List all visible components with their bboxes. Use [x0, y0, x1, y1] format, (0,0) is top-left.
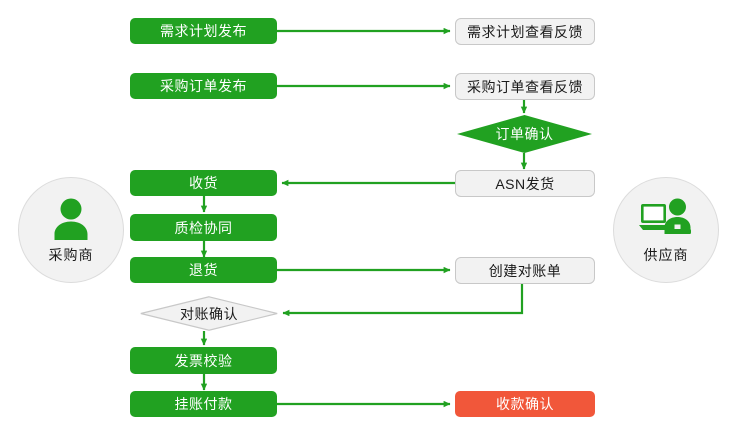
node-quality-inspection-collab[interactable]: 质检协同	[130, 214, 277, 241]
node-return-goods[interactable]: 退货	[130, 257, 277, 283]
node-reconciliation-confirm-label: 对账确认	[180, 305, 238, 322]
role-buyer: 采购商	[18, 177, 124, 283]
node-payment-posting[interactable]: 挂账付款	[130, 391, 277, 417]
person-computer-icon	[639, 198, 691, 234]
node-purchase-order-view-feedback[interactable]: 采购订单查看反馈	[455, 73, 595, 100]
node-payment-receipt-confirm[interactable]: 收款确认	[455, 391, 595, 417]
node-create-reconciliation[interactable]: 创建对账单	[455, 257, 595, 284]
node-demand-plan-view-feedback[interactable]: 需求计划查看反馈	[455, 18, 595, 45]
diamond-shape-gray	[140, 296, 278, 331]
node-demand-plan-publish[interactable]: 需求计划发布	[130, 18, 277, 44]
diamond-shape-green	[457, 115, 592, 153]
role-supplier: 供应商	[613, 177, 719, 283]
node-receive-goods[interactable]: 收货	[130, 170, 277, 196]
node-purchase-order-publish[interactable]: 采购订单发布	[130, 73, 277, 99]
node-order-confirm-label: 订单确认	[495, 126, 554, 142]
person-icon	[54, 198, 88, 240]
node-invoice-verification[interactable]: 发票校验	[130, 347, 277, 374]
role-buyer-label: 采购商	[48, 246, 94, 263]
node-order-confirm[interactable]: 订单确认	[457, 115, 592, 153]
edge-n10-n11	[282, 284, 524, 317]
role-supplier-label: 供应商	[643, 246, 689, 263]
node-reconciliation-confirm[interactable]: 对账确认	[140, 296, 278, 331]
node-asn-shipment[interactable]: ASN发货	[455, 170, 595, 197]
